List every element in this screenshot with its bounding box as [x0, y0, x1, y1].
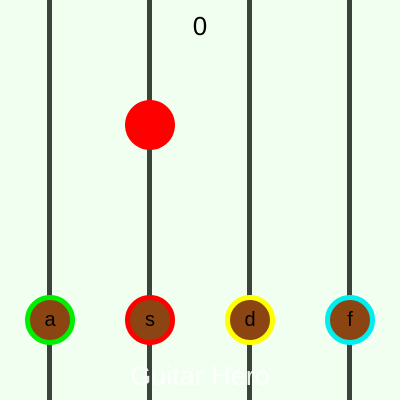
guitar-string-4: [347, 0, 352, 400]
fret-key-s-label: s: [145, 309, 155, 331]
fret-key-f-label: f: [347, 309, 353, 331]
guitar-string-2: [147, 0, 152, 400]
guitar-string-3: [247, 0, 252, 400]
fret-key-f[interactable]: f: [325, 295, 375, 345]
fret-key-s[interactable]: s: [125, 295, 175, 345]
score-counter: 0: [192, 11, 208, 41]
fret-key-d-label: d: [244, 309, 256, 331]
game-title: Guitar Hero: [130, 361, 270, 391]
guitar-string-1: [47, 0, 52, 400]
fret-key-a-label: a: [44, 309, 56, 331]
fret-key-a[interactable]: a: [25, 295, 75, 345]
fret-key-d[interactable]: d: [225, 295, 275, 345]
falling-note-s: [125, 100, 175, 150]
